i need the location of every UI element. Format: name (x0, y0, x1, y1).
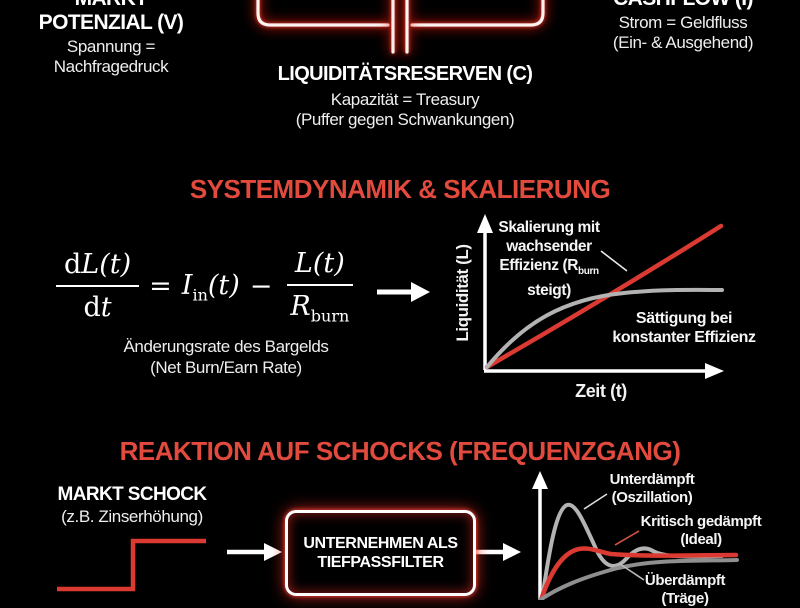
market-shock-subtitle: (z.B. Zinserhöhung) (61, 507, 203, 526)
equation-input-term: Iin(t) (181, 269, 240, 304)
circuit-wire-left (256, 0, 390, 27)
differential-equation: dL(t) dt = Iin(t) − L(t) Rburn (56, 248, 357, 324)
chart1-xaxis-arrowhead-icon (705, 363, 724, 379)
equation-fraction-LR: L(t) Rburn (282, 248, 357, 324)
overdamped-label: Überdämpft (Träge) (644, 572, 726, 607)
market-potential-title: MARKT POTENZIAL (V) (38, 0, 184, 34)
annotation-leader-line (600, 250, 628, 272)
lowpass-filter-box: UNTERNEHMEN ALS TIEFPASSFILTER (285, 510, 476, 596)
saturation-label: Sättigung bei konstanter Effizienz (612, 310, 756, 346)
cashflow-subtitle: Strom = Geldfluss (Ein- & Ausgehend) (612, 13, 754, 52)
cashflow-title: CASHFLOW (I) (613, 0, 753, 11)
liquidity-reserves-title: LIQUIDITÄTSRESERVEN (C) (277, 63, 533, 85)
chart1-y-axis-label: Liquidität (L) (453, 244, 472, 342)
equation-caption: Änderungsrate des Bargelds (Net Burn/Ear… (123, 337, 329, 377)
underdamped-leader-line (583, 493, 608, 510)
systemdynamics-heading: SYSTEMDYNAMIK & SKALIERUNG (189, 174, 611, 204)
underdamped-label: Unterdämpft (Oszillation) (609, 471, 695, 506)
equation-fraction-dLdt: dL(t) dt (56, 249, 140, 323)
chart1-x-axis-label: Zeit (t) (575, 381, 627, 401)
critical-leader-line (614, 530, 640, 546)
overdamped-leader-line (619, 563, 645, 581)
shock-response-heading: REAKTION AUF SCHOCKS (FREQUENZGANG) (119, 436, 681, 466)
market-shock-title: MARKT SCHOCK (57, 484, 207, 505)
equals-sign: = (149, 270, 172, 302)
arrow-box-to-chart-icon (473, 543, 521, 561)
minus-sign: − (249, 270, 273, 302)
circuit-wire-right (410, 0, 545, 27)
market-potential-subtitle: Spannung = Nachfragedruck (53, 37, 169, 76)
circuit-wire (256, 0, 545, 54)
step-function-curve (57, 538, 206, 592)
chart1-yaxis-arrowhead-icon (477, 214, 493, 233)
arrow-shock-to-box-icon (227, 543, 282, 561)
arrow-equation-to-chart-icon (377, 282, 430, 302)
liquidity-reserves-subtitle: Kapazität = Treasury (Puffer gegen Schwa… (295, 90, 515, 129)
critically-damped-label: Kritisch gedämpft (Ideal) (640, 513, 762, 548)
chart2-yaxis-arrowhead-icon (532, 471, 548, 489)
scaling-annotation: Skalierung mit wachsender Effizienz (Rbu… (498, 219, 600, 300)
